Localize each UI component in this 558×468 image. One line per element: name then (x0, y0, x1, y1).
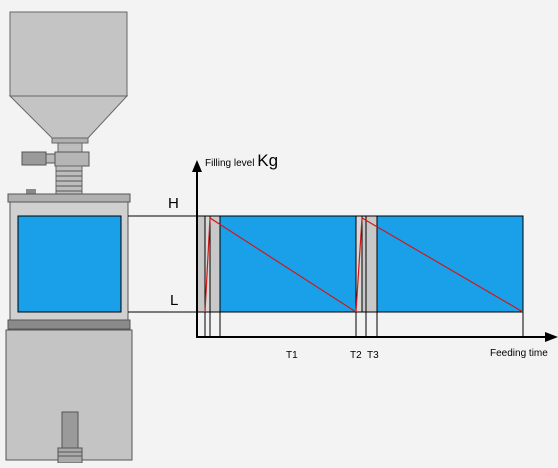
weigh-hopper-lid (7, 193, 131, 203)
refill-strip-2b (361, 215, 367, 313)
loss-in-weight-feeder (5, 11, 133, 464)
y-axis-label: Filling level Kg (205, 151, 278, 170)
hopper-flange (51, 137, 89, 144)
refill-strip-1c (209, 215, 221, 313)
bellows (55, 165, 83, 195)
hopper-body (9, 11, 128, 97)
valve-body-top (57, 142, 83, 153)
valve-body (54, 151, 90, 167)
weigh-hopper-base (7, 319, 131, 330)
label-high: H (168, 195, 179, 212)
refill-strip-1a (196, 215, 206, 313)
weigh-hopper-material (17, 215, 122, 313)
x-axis-arrow (545, 332, 558, 342)
valve-actuator (21, 151, 47, 166)
x-axis-label: Feeding time (490, 348, 548, 359)
label-low: L (170, 292, 178, 309)
label-t2: T2 (350, 350, 362, 361)
y-axis-arrow (192, 160, 202, 172)
label-t1: T1 (286, 350, 298, 361)
label-t3: T3 (367, 350, 379, 361)
discharge-pipe (61, 411, 79, 449)
filling-level-chart: Filling level Kg H L T1 T2 T3 Feeding ti… (168, 151, 558, 361)
hopper-cone (8, 95, 129, 139)
small-bracket (26, 189, 36, 194)
refill-strip-2c (365, 215, 378, 313)
